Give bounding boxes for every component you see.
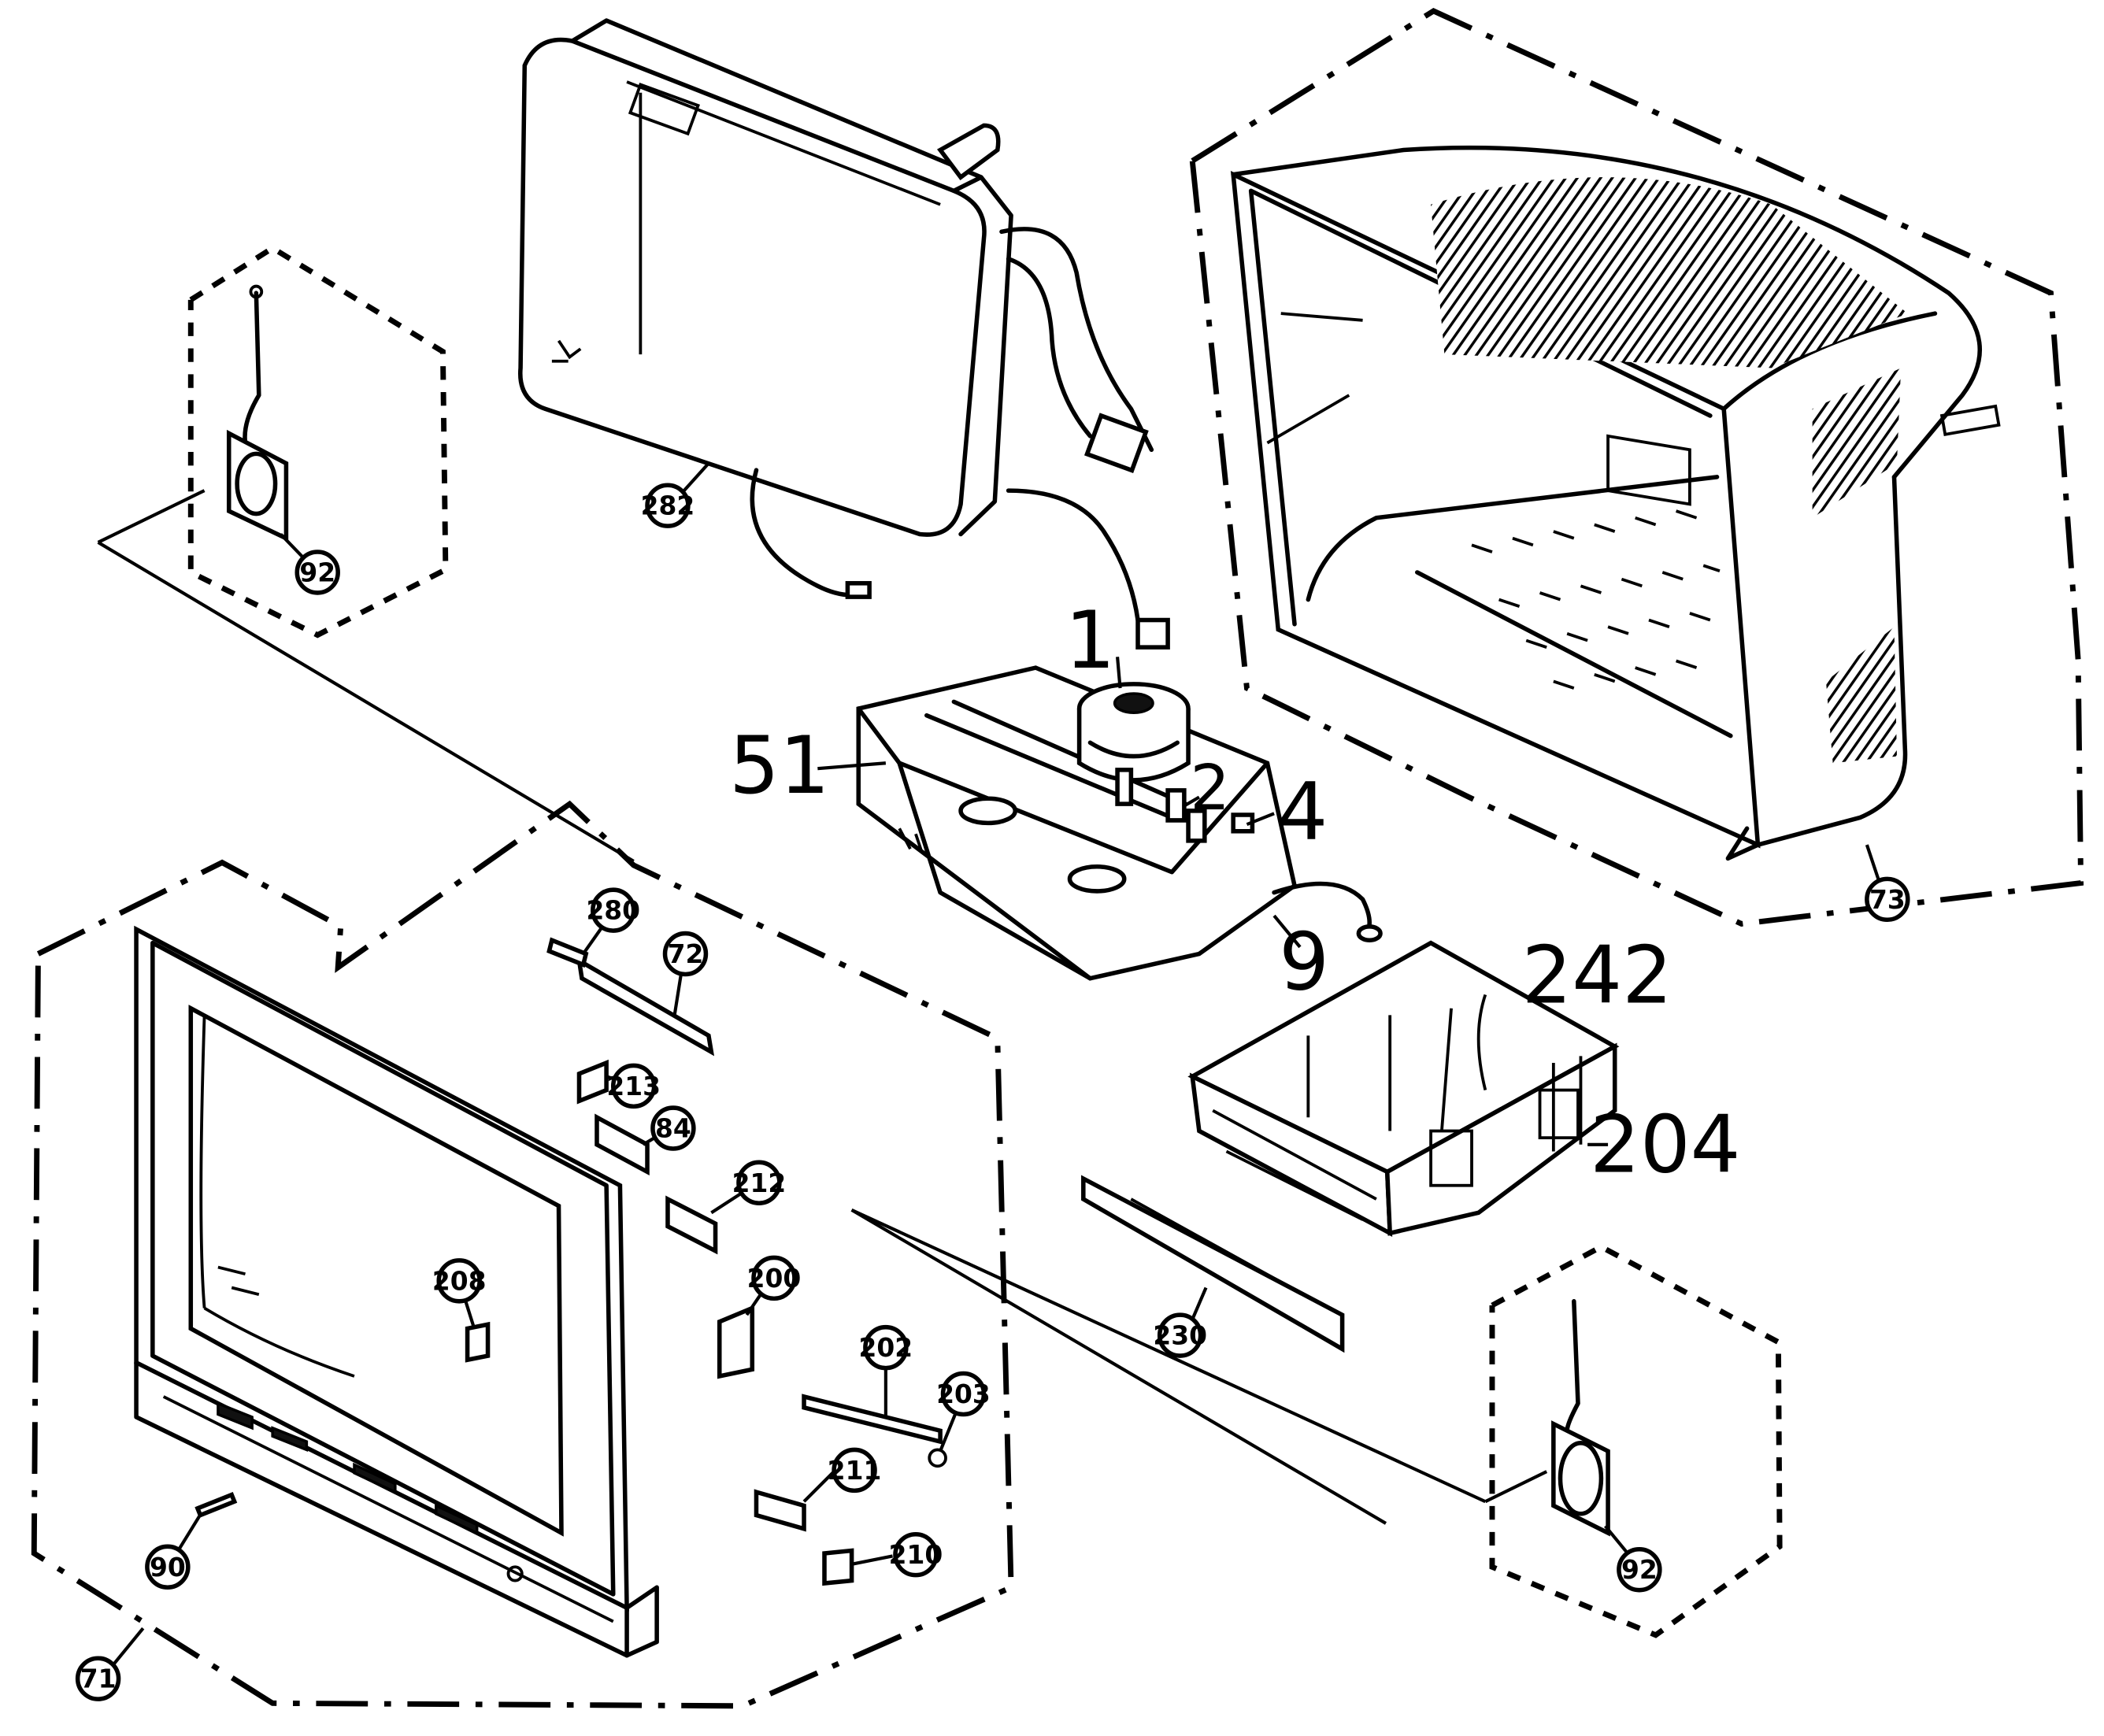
svg-text:202: 202 (859, 1332, 913, 1363)
callout-label-242: 242 (1521, 930, 1672, 1022)
callout-bubble-92-right: 92 (1617, 1547, 1662, 1593)
callout-bubble-90: 90 (145, 1544, 191, 1590)
callout-bubble-210: 210 (889, 1531, 943, 1578)
callout-bubble-71: 71 (75, 1656, 121, 1701)
svg-text:92: 92 (299, 557, 335, 587)
callout-label-1: 1 (1065, 594, 1116, 687)
callout-label-2: 2 (1190, 751, 1230, 824)
svg-text:213: 213 (606, 1071, 661, 1101)
svg-text:51: 51 (729, 720, 830, 812)
callout-bubble-200: 200 (747, 1255, 802, 1301)
callout-bubble-202: 202 (859, 1324, 913, 1371)
callout-bubble-203: 203 (936, 1371, 991, 1417)
crt-picture-tube (518, 18, 1170, 650)
callout-bubble-84: 84 (650, 1105, 696, 1151)
svg-text:204: 204 (1590, 1098, 1741, 1190)
svg-text:203: 203 (936, 1379, 991, 1409)
svg-text:242: 242 (1521, 930, 1672, 1022)
svg-text:210: 210 (889, 1539, 943, 1570)
callout-bubble-72: 72 (662, 931, 709, 977)
callout-bubble-230: 230 (1153, 1312, 1207, 1358)
svg-text:211: 211 (828, 1455, 882, 1486)
svg-text:4: 4 (1277, 766, 1328, 858)
svg-text:2: 2 (1190, 751, 1230, 824)
speaker-left (226, 284, 289, 542)
callout-bubble-280: 280 (586, 887, 640, 933)
svg-text:1: 1 (1065, 594, 1116, 687)
callout-label-4: 4 (1277, 766, 1328, 858)
cabinet-back-cover (1230, 145, 2001, 861)
callout-label-9: 9 (1279, 916, 1329, 1008)
svg-text:9: 9 (1279, 916, 1329, 1008)
callout-label-204: 204 (1590, 1098, 1741, 1190)
front-small-parts (194, 937, 1345, 1586)
front-cabinet-group-boundary (31, 800, 1014, 1709)
cabinet-back-group-boundary (1189, 8, 2084, 927)
callout-bubble-92-left: 92 (294, 550, 340, 595)
svg-text:280: 280 (586, 895, 640, 926)
callout-bubble-208: 208 (432, 1258, 487, 1304)
routing-lines (97, 489, 1548, 1525)
svg-text:90: 90 (150, 1552, 186, 1582)
callout-bubble-213: 213 (606, 1063, 661, 1109)
front-cabinet (134, 925, 659, 1658)
vcr-chassis-board (1187, 940, 1620, 1238)
svg-text:84: 84 (655, 1113, 691, 1144)
svg-text:71: 71 (80, 1664, 117, 1694)
callout-bubble-73: 73 (1865, 876, 1910, 923)
svg-text:72: 72 (668, 938, 704, 969)
speaker-right-group-boundary (1489, 1243, 1783, 1638)
callout-bubble-212: 212 (732, 1160, 787, 1205)
speaker-right (1551, 1299, 1610, 1537)
svg-text:208: 208 (432, 1265, 487, 1296)
svg-text:200: 200 (747, 1263, 802, 1294)
svg-text:73: 73 (1869, 884, 1906, 915)
svg-text:92: 92 (1621, 1554, 1658, 1585)
callout-bubble-282: 282 (641, 483, 695, 528)
svg-text:282: 282 (641, 490, 695, 521)
svg-text:230: 230 (1153, 1320, 1207, 1351)
svg-text:212: 212 (732, 1168, 787, 1198)
callout-bubble-211: 211 (828, 1447, 882, 1494)
callout-label-51: 51 (729, 720, 830, 812)
vcr-mechanism-deck (856, 665, 1383, 981)
